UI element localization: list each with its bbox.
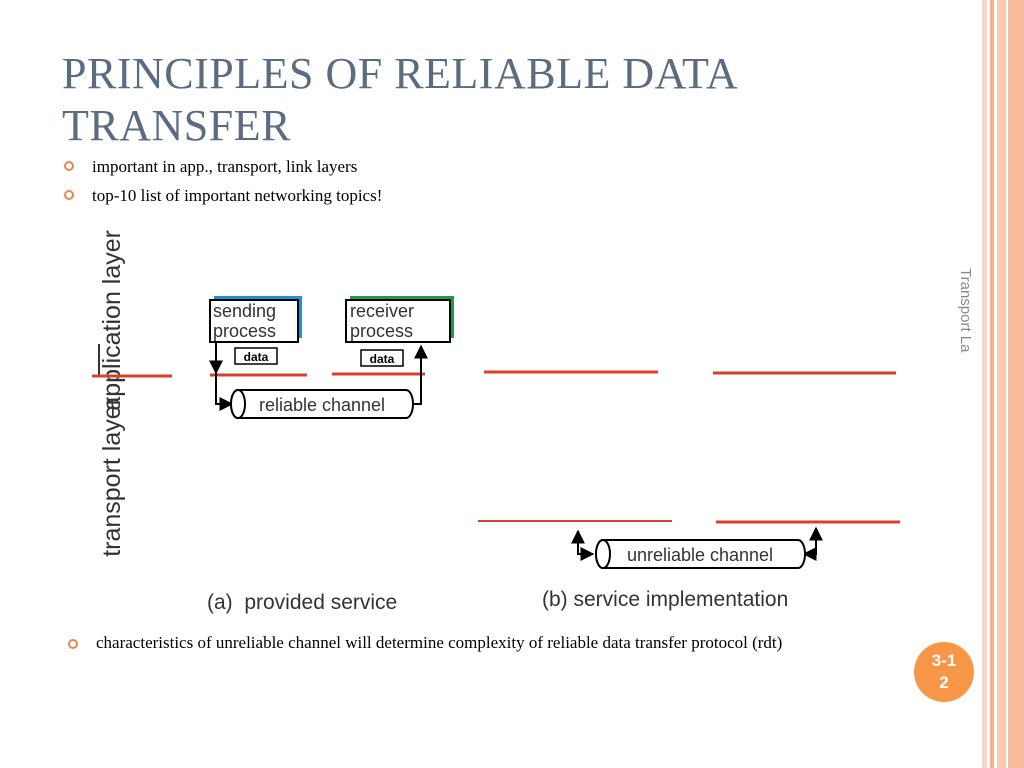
decor-stripe xyxy=(990,0,994,768)
caption-service-implementation: (b) service implementation xyxy=(542,588,788,611)
bottom-bullet-list: characteristics of unreliable channel wi… xyxy=(66,633,906,653)
side-running-label: Transport La xyxy=(957,268,974,353)
data-tag-label: data xyxy=(370,352,395,366)
bullet-icon xyxy=(64,161,74,171)
bullet-item: top-10 list of important networking topi… xyxy=(62,181,902,210)
caption-provided-service: (a) provided service xyxy=(207,591,397,614)
decor-stripe xyxy=(982,0,987,768)
bullet-list: important in app., transport, link layer… xyxy=(62,152,902,210)
decor-stripe xyxy=(997,0,1006,768)
bullet-icon xyxy=(64,190,74,200)
sending-process-box xyxy=(209,299,299,343)
receiver-process-box xyxy=(345,299,451,343)
unreliable-send-path xyxy=(571,529,595,561)
transport-layer-label: transport layer xyxy=(98,397,126,557)
receiver-process-line1: receiver xyxy=(350,301,414,321)
decor-stripe xyxy=(1008,0,1024,768)
application-layer-label: application layer xyxy=(98,230,126,411)
page-number-badge: 3-12 xyxy=(914,642,974,702)
slide-title: PRINCIPLES OF RELIABLE DATA TRANSFER xyxy=(62,49,736,150)
receiver-process-line2: process xyxy=(350,321,413,341)
data-tag-label: data xyxy=(244,350,269,364)
data-tag xyxy=(234,347,278,365)
unreliable-channel-label: unreliable channel xyxy=(627,545,773,565)
bullet-text: characteristics of unreliable channel wi… xyxy=(96,633,783,652)
reliable-channel-pipe-end xyxy=(230,389,246,419)
sending-process-line2: process xyxy=(213,321,276,341)
bullet-text: important in app., transport, link layer… xyxy=(92,157,358,176)
data-tag xyxy=(360,349,404,367)
send-path xyxy=(215,373,234,411)
bullet-icon xyxy=(68,639,78,649)
bullet-item: important in app., transport, link layer… xyxy=(62,152,902,181)
bullet-text: top-10 list of important networking topi… xyxy=(92,186,383,205)
reliable-channel-label: reliable channel xyxy=(259,395,385,415)
page-number: 3-12 xyxy=(931,651,957,692)
unreliable-receive-path xyxy=(802,526,823,561)
unreliable-channel-pipe-end xyxy=(595,539,611,569)
bullet-item: characteristics of unreliable channel wi… xyxy=(66,633,906,653)
rdt-diagram: application layer transport layer sendin… xyxy=(92,230,900,614)
sending-process-line1: sending xyxy=(213,301,276,321)
